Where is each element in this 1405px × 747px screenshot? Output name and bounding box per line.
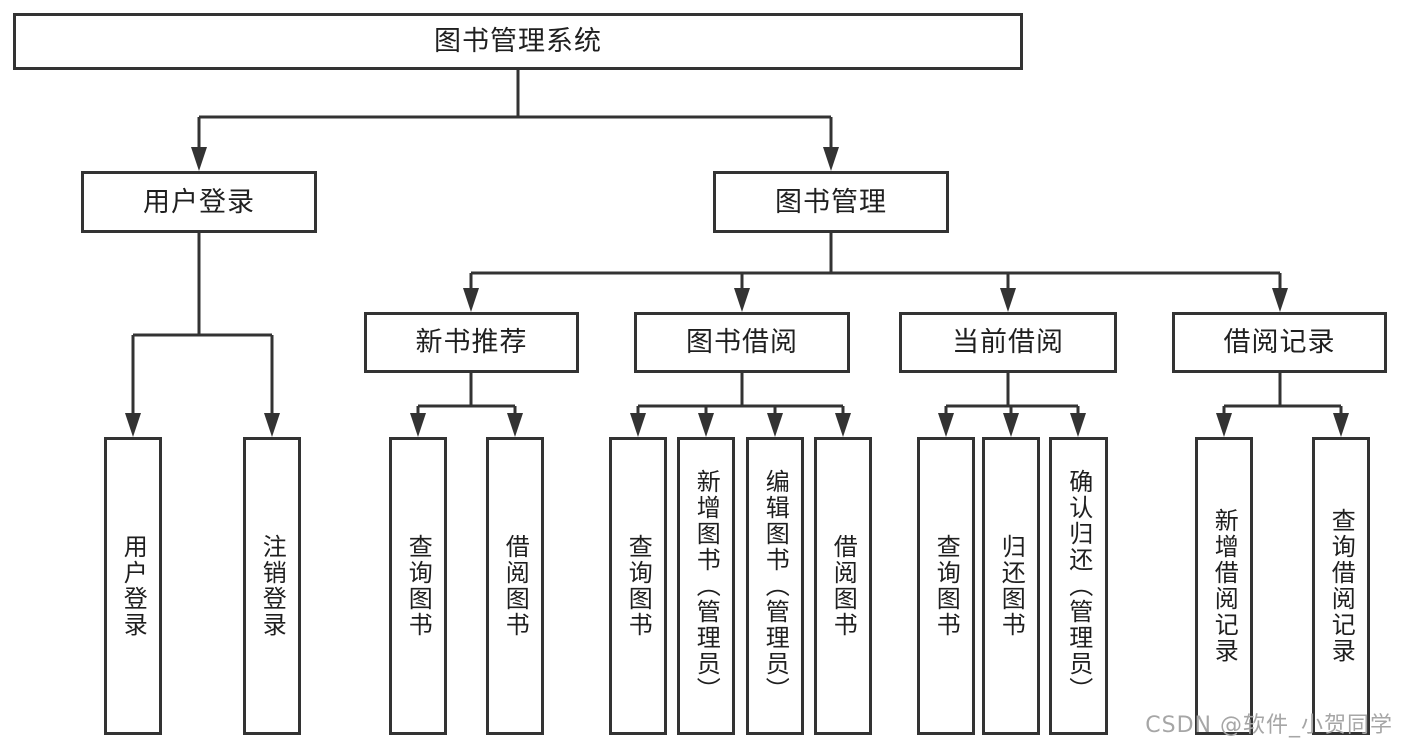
leaf-query-book-borrow-label: 查询图书 [624, 534, 653, 638]
node-root-label: 图书管理系统 [434, 26, 602, 57]
leaf-add-record: 新增借阅记录 [1195, 437, 1253, 735]
leaf-query-record: 查询借阅记录 [1312, 437, 1370, 735]
arrowhead-icon [1003, 413, 1019, 437]
edge-book-mgmt-to-children [463, 233, 1288, 312]
arrowhead-icon [767, 413, 783, 437]
leaf-borrow-book-rec-label: 借阅图书 [501, 534, 530, 638]
csdn-watermark: CSDN @软件_小贺同学 [1145, 713, 1393, 738]
arrowhead-icon [463, 288, 479, 312]
node-root: 图书管理系统 [13, 13, 1023, 70]
leaf-borrow-book-borrow-label: 借阅图书 [829, 534, 858, 638]
edge-root-to-children [191, 69, 839, 171]
leaf-add-book-label: 新增图书（管理员） [692, 469, 721, 703]
edge-user-login-to-children [125, 233, 280, 437]
leaf-return-book-label: 归还图书 [997, 534, 1026, 638]
edge-borrow-records-to-children [1216, 373, 1349, 437]
arrowhead-icon [125, 413, 141, 437]
node-user-login-label: 用户登录 [143, 186, 255, 218]
arrowhead-icon [938, 413, 954, 437]
arrowhead-icon [1333, 413, 1349, 437]
arrowhead-icon [734, 288, 750, 312]
leaf-user-login: 用户登录 [104, 437, 162, 735]
arrowhead-icon [264, 413, 280, 437]
arrowhead-icon [191, 147, 207, 171]
leaf-add-book: 新增图书（管理员） [677, 437, 735, 735]
edge-current-borrow-to-children [938, 373, 1086, 437]
edge-new-book-rec-to-children [410, 373, 523, 437]
leaf-edit-book: 编辑图书（管理员） [746, 437, 804, 735]
leaf-query-book-current: 查询图书 [917, 437, 975, 735]
leaf-query-book-borrow: 查询图书 [609, 437, 667, 735]
node-book-borrow-label: 图书借阅 [686, 327, 798, 358]
node-borrow-records: 借阅记录 [1172, 312, 1387, 373]
arrowhead-icon [507, 413, 523, 437]
leaf-add-record-label: 新增借阅记录 [1210, 508, 1239, 664]
node-new-book-rec: 新书推荐 [364, 312, 579, 373]
node-borrow-records-label: 借阅记录 [1223, 327, 1336, 358]
leaf-return-book: 归还图书 [982, 437, 1040, 735]
arrowhead-icon [835, 413, 851, 437]
arrowhead-icon [1272, 288, 1288, 312]
arrowhead-icon [1000, 288, 1016, 312]
node-book-borrow: 图书借阅 [634, 312, 850, 373]
leaf-query-book-current-label: 查询图书 [932, 534, 961, 638]
arrowhead-icon [1070, 413, 1086, 437]
leaf-query-book-rec: 查询图书 [389, 437, 447, 735]
arrowhead-icon [698, 413, 714, 437]
leaf-edit-book-label: 编辑图书（管理员） [761, 469, 790, 703]
arrowhead-icon [1216, 413, 1232, 437]
node-current-borrow: 当前借阅 [899, 312, 1117, 373]
edge-book-borrow-to-children [630, 373, 851, 437]
leaf-borrow-book-borrow: 借阅图书 [814, 437, 872, 735]
node-new-book-rec-label: 新书推荐 [415, 327, 528, 358]
arrowhead-icon [823, 147, 839, 171]
node-current-borrow-label: 当前借阅 [952, 327, 1064, 358]
arrowhead-icon [410, 413, 426, 437]
arrowhead-icon [630, 413, 646, 437]
leaf-query-book-rec-label: 查询图书 [404, 534, 433, 638]
node-book-mgmt: 图书管理 [713, 171, 949, 233]
node-book-mgmt-label: 图书管理 [775, 186, 887, 218]
leaf-logout-label: 注销登录 [258, 534, 287, 638]
leaf-confirm-return-label: 确认归还（管理员） [1064, 469, 1093, 703]
leaf-borrow-book-rec: 借阅图书 [486, 437, 544, 735]
leaf-logout: 注销登录 [243, 437, 301, 735]
leaf-query-record-label: 查询借阅记录 [1327, 508, 1356, 664]
leaf-confirm-return: 确认归还（管理员） [1049, 437, 1108, 735]
node-user-login: 用户登录 [81, 171, 317, 233]
leaf-user-login-label: 用户登录 [119, 534, 148, 638]
